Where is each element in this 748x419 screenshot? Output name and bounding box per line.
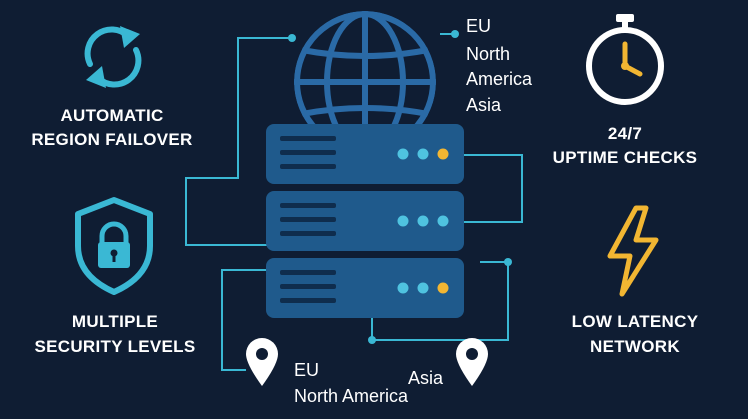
server-unit	[266, 124, 464, 184]
pin-right-label: Asia	[408, 368, 444, 388]
failover-label-line2: REGION FAILOVER	[31, 130, 193, 149]
connector-server-bottom-left	[221, 269, 270, 371]
uptime-label-line2: UPTIME CHECKS	[552, 148, 698, 167]
latency-label-line2: NETWORK	[590, 337, 680, 356]
server-unit	[266, 258, 464, 318]
connector-server-bottom-right	[371, 261, 509, 341]
connector-server-top-right	[462, 154, 523, 223]
connector-dot	[504, 258, 512, 266]
uptime-label-line1: 24/7	[607, 124, 643, 143]
lightning-icon	[607, 205, 659, 297]
failover-label-line1: AUTOMATIC	[60, 106, 164, 125]
security-label-line1: MULTIPLE	[71, 312, 159, 331]
connector-dot	[288, 34, 296, 42]
region-label-asia: Asia	[466, 95, 502, 115]
connector-dot	[451, 30, 459, 38]
connector-dot	[368, 336, 376, 344]
server-unit	[266, 191, 464, 251]
region-label-america: America	[466, 69, 533, 89]
pin-left-label-line2: North America	[294, 386, 409, 406]
pin-left-label-line1: EU	[294, 360, 320, 380]
region-label-north: North	[466, 44, 511, 64]
security-label-line2: SECURITY LEVELS	[34, 337, 196, 356]
latency-label-line1: LOW LATENCY	[571, 312, 699, 331]
server-rack-icon	[266, 124, 464, 318]
sync-arrows-icon	[84, 26, 142, 88]
clock-icon	[586, 14, 664, 105]
region-label-eu: EU	[466, 16, 492, 36]
shield-lock-icon	[75, 197, 153, 295]
connector-globe-top-left	[185, 37, 292, 246]
location-pin-icon	[246, 338, 278, 386]
location-pin-icon	[456, 338, 488, 386]
